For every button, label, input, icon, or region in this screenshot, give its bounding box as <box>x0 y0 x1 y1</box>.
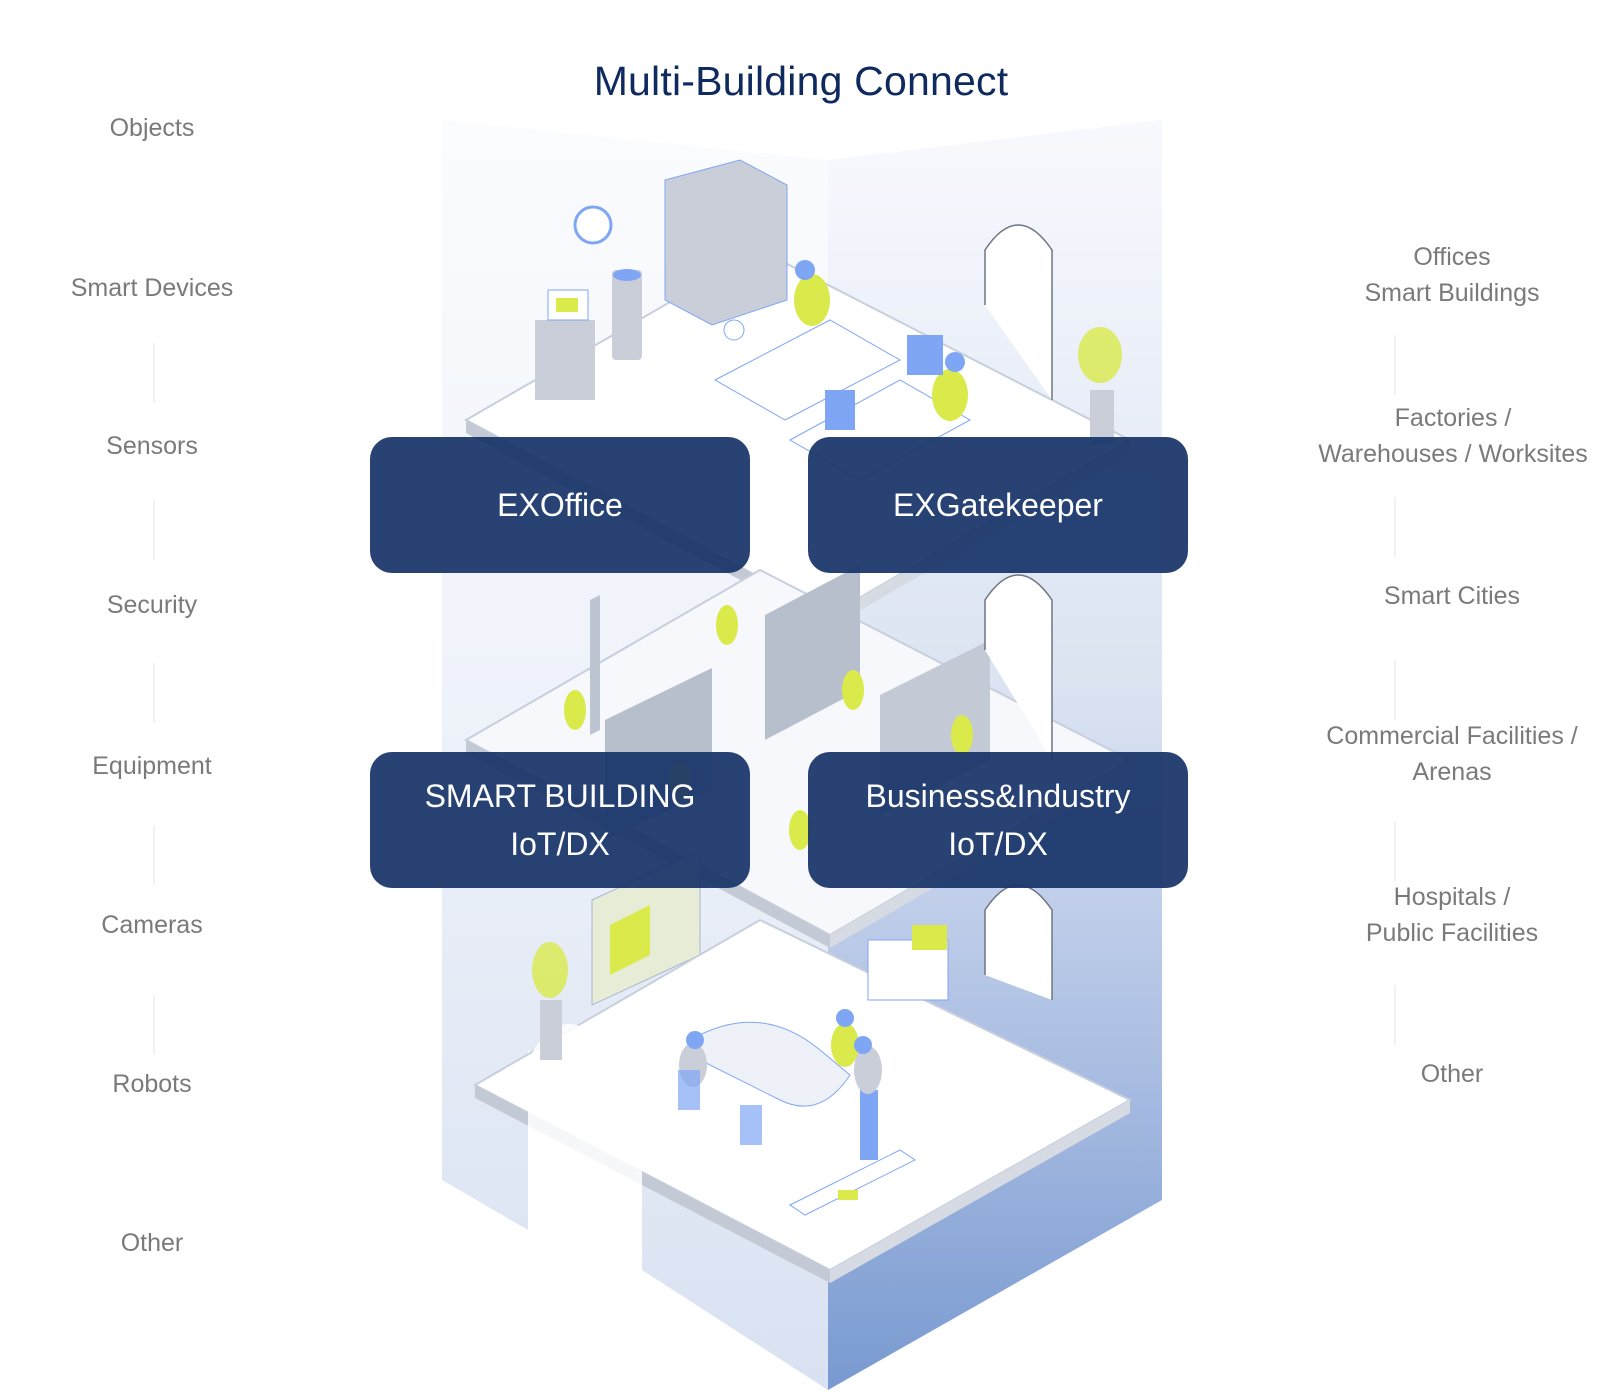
product-box-label: Business&Industry <box>865 778 1131 814</box>
product-box-label: EXOffice <box>497 487 623 523</box>
floor-bottom <box>472 849 1133 1283</box>
object-label: Equipment <box>92 752 212 780</box>
clock-icon <box>573 205 613 245</box>
column-divider <box>1394 822 1396 882</box>
industry-label-line: Smart Cities <box>1383 582 1521 610</box>
column-divider <box>1394 660 1396 720</box>
industry-label: Smart Cities <box>1302 578 1602 614</box>
column-divider <box>153 663 155 723</box>
column-divider <box>1394 985 1396 1045</box>
object-label: Objects <box>109 114 195 142</box>
industries-column: Offices Smart Buildings Factories / Ware… <box>1302 0 1602 1400</box>
industry-label-line: Smart Buildings <box>1364 279 1540 307</box>
industry-label: Commercial Facilities / Arenas <box>1302 718 1602 790</box>
product-box-label: SMART BUILDING <box>424 778 696 814</box>
industry-label-line: Offices <box>1413 243 1491 271</box>
industry-label-line: Other <box>1420 1060 1484 1088</box>
object-label: Smart Devices <box>70 274 234 302</box>
objects-column: Objects Smart Devices Sensors Security E… <box>2 0 302 1400</box>
industry-label: Factories / Warehouses / Worksites <box>1302 400 1602 472</box>
industry-label: Hospitals / Public Facilities <box>1302 879 1602 951</box>
product-box-label: IoT/DX <box>510 826 610 862</box>
product-box-exoffice[interactable]: EXOffice <box>370 437 750 573</box>
diagram-title: Multi-Building Connect <box>593 58 1009 104</box>
object-label: Cameras <box>101 911 203 939</box>
industry-label-line: Factories / <box>1394 404 1512 432</box>
product-box-label: EXGatekeeper <box>893 487 1103 523</box>
industry-label-line: Arenas <box>1412 758 1492 786</box>
column-divider <box>153 343 155 403</box>
object-label: Security <box>106 591 198 619</box>
industry-label-line: Warehouses / Worksites <box>1318 440 1588 468</box>
industry-label-line: Hospitals / <box>1393 883 1511 911</box>
industry-label-line: Commercial Facilities / <box>1326 722 1578 750</box>
product-box-label: IoT/DX <box>948 826 1048 862</box>
column-divider <box>1394 497 1396 557</box>
industry-label-line: Public Facilities <box>1365 919 1539 947</box>
column-divider <box>1394 335 1396 395</box>
industry-label: Offices Smart Buildings <box>1302 239 1602 311</box>
object-label: Sensors <box>106 432 198 460</box>
column-divider <box>153 500 155 560</box>
product-box-business-industry[interactable]: Business&Industry IoT/DX <box>808 752 1188 888</box>
object-label: Robots <box>112 1070 192 1098</box>
column-divider <box>153 995 155 1055</box>
object-label: Other <box>120 1229 184 1257</box>
industry-label: Other <box>1302 1056 1602 1092</box>
product-box-smart-building[interactable]: SMART BUILDING IoT/DX <box>370 752 750 888</box>
column-divider <box>153 825 155 885</box>
product-box-exgatekeeper[interactable]: EXGatekeeper <box>808 437 1188 573</box>
